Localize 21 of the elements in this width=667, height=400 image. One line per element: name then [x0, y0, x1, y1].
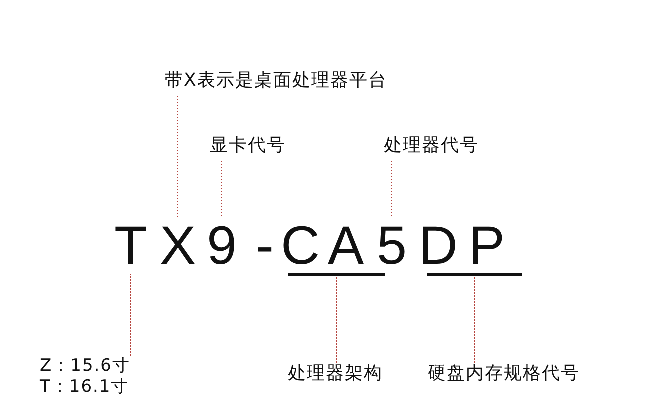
- annotation-label: 硬盘内存规格代号: [428, 363, 581, 385]
- code-character: -: [255, 218, 275, 274]
- code-character: C: [281, 218, 317, 274]
- leader-line: [336, 276, 337, 364]
- underline-bar: [427, 273, 522, 276]
- code-character: 9: [206, 218, 238, 274]
- annotation-label: T：16.1寸: [40, 377, 130, 398]
- leader-line: [130, 274, 132, 356]
- code-character: 5: [376, 218, 408, 274]
- code-character: D: [419, 218, 455, 274]
- code-character: P: [469, 218, 505, 274]
- underline-bar: [288, 273, 385, 276]
- annotation-label: 处理器架构: [288, 363, 384, 385]
- code-character: X: [160, 218, 196, 274]
- code-character: T: [114, 218, 148, 274]
- annotation-label: 显卡代号: [210, 135, 287, 157]
- code-character: A: [328, 218, 364, 274]
- annotation-label: 处理器代号: [384, 135, 480, 157]
- leader-line: [474, 276, 475, 364]
- annotation-label: Z：15.6寸: [40, 356, 132, 377]
- annotation-label: 带X表示是桌面处理器平台: [165, 70, 388, 92]
